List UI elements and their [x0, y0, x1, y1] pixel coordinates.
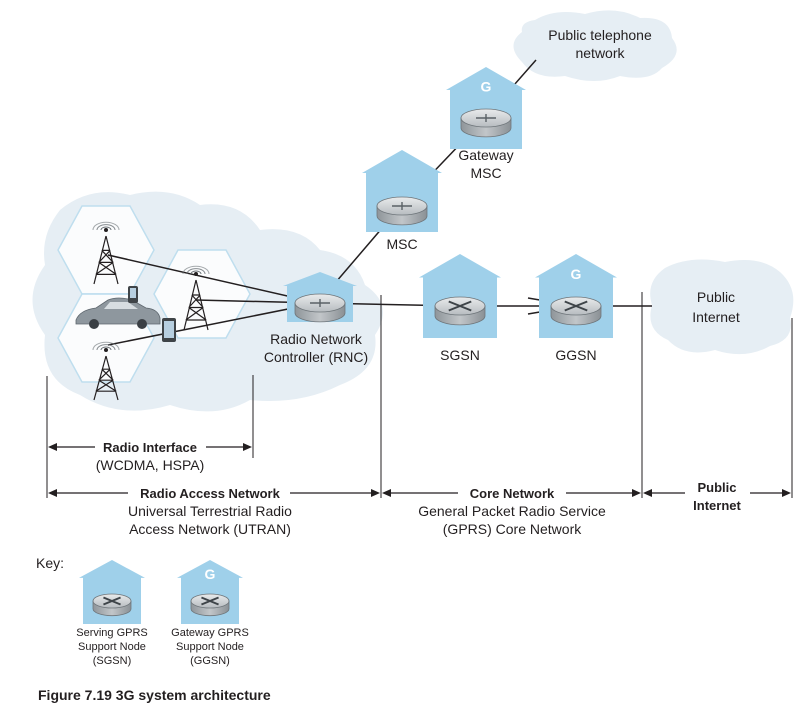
radio-interface-sub: (WCDMA, HSPA) [96, 457, 205, 473]
key-label: Key: [36, 555, 64, 571]
ggsn-house: G [535, 254, 617, 338]
phone-icon [128, 286, 138, 303]
internet-cloud [650, 259, 794, 355]
key-ggsn-1: Gateway GPRS [171, 627, 249, 639]
pstn-label-2: network [575, 45, 625, 61]
gateway-msc-router [460, 108, 512, 138]
msc-router [376, 196, 428, 226]
sgsn-house [419, 254, 501, 338]
hex-cell-right [153, 249, 251, 339]
key-ggsn-house-badge: G [205, 566, 216, 582]
pstn-cloud [513, 10, 677, 81]
ran-title: Radio Access Network [140, 486, 280, 501]
public-title-2: Internet [693, 498, 741, 513]
ggsn-label: GGSN [555, 347, 596, 363]
key-sgsn-router [92, 593, 132, 617]
arrowheads [48, 443, 791, 497]
rnc-router [294, 293, 346, 323]
ggsn-house-badge: G [571, 266, 582, 282]
dimension-arrows [54, 446, 785, 494]
internet-label-2: Internet [692, 309, 740, 325]
smartphone-icon [162, 318, 176, 342]
link-tower3-rnc [107, 302, 319, 346]
msc-label: MSC [386, 236, 417, 252]
sgsn-label: SGSN [440, 347, 480, 363]
ran-sub-2: Access Network (UTRAN) [129, 521, 291, 537]
rnc-label-1: Radio Network [270, 331, 363, 347]
cell-towers [92, 221, 210, 401]
cell-tower-top-icon [92, 221, 120, 285]
internet-label-1: Public [697, 289, 735, 305]
core-sub-2: (GPRS) Core Network [443, 521, 582, 537]
key-ggsn-2: Support Node [176, 641, 244, 653]
ggsn-router [550, 296, 602, 326]
car-icon [75, 297, 161, 329]
rnc-label-2: Controller (RNC) [264, 349, 368, 365]
key-sgsn-2: Support Node [78, 641, 146, 653]
gwmsc-label-2: MSC [470, 165, 501, 181]
figure-caption: Figure 7.19 3G system architecture [38, 687, 271, 703]
dimension-lines [46, 292, 793, 498]
sgsn-router [434, 296, 486, 326]
link-tower1-rnc [107, 254, 319, 304]
pstn-label-1: Public telephone [548, 27, 652, 43]
gwmsc-label-1: Gateway [458, 147, 513, 163]
radio-interface-title: Radio Interface [103, 440, 197, 455]
gateway-msc-house-badge: G [481, 79, 492, 95]
key-ggsn-router [190, 593, 230, 617]
core-sub-1: General Packet Radio Service [418, 503, 606, 519]
cell-tower-bottom-icon [92, 341, 120, 401]
ran-sub-1: Universal Terrestrial Radio [128, 503, 292, 519]
key-ggsn-3: (GGSN) [190, 655, 230, 667]
core-title: Core Network [470, 486, 555, 501]
key-sgsn-1: Serving GPRS [76, 627, 148, 639]
key-sgsn-3: (SGSN) [93, 655, 132, 667]
cell-tower-right-icon [182, 265, 210, 331]
public-title-1: Public [697, 480, 736, 495]
